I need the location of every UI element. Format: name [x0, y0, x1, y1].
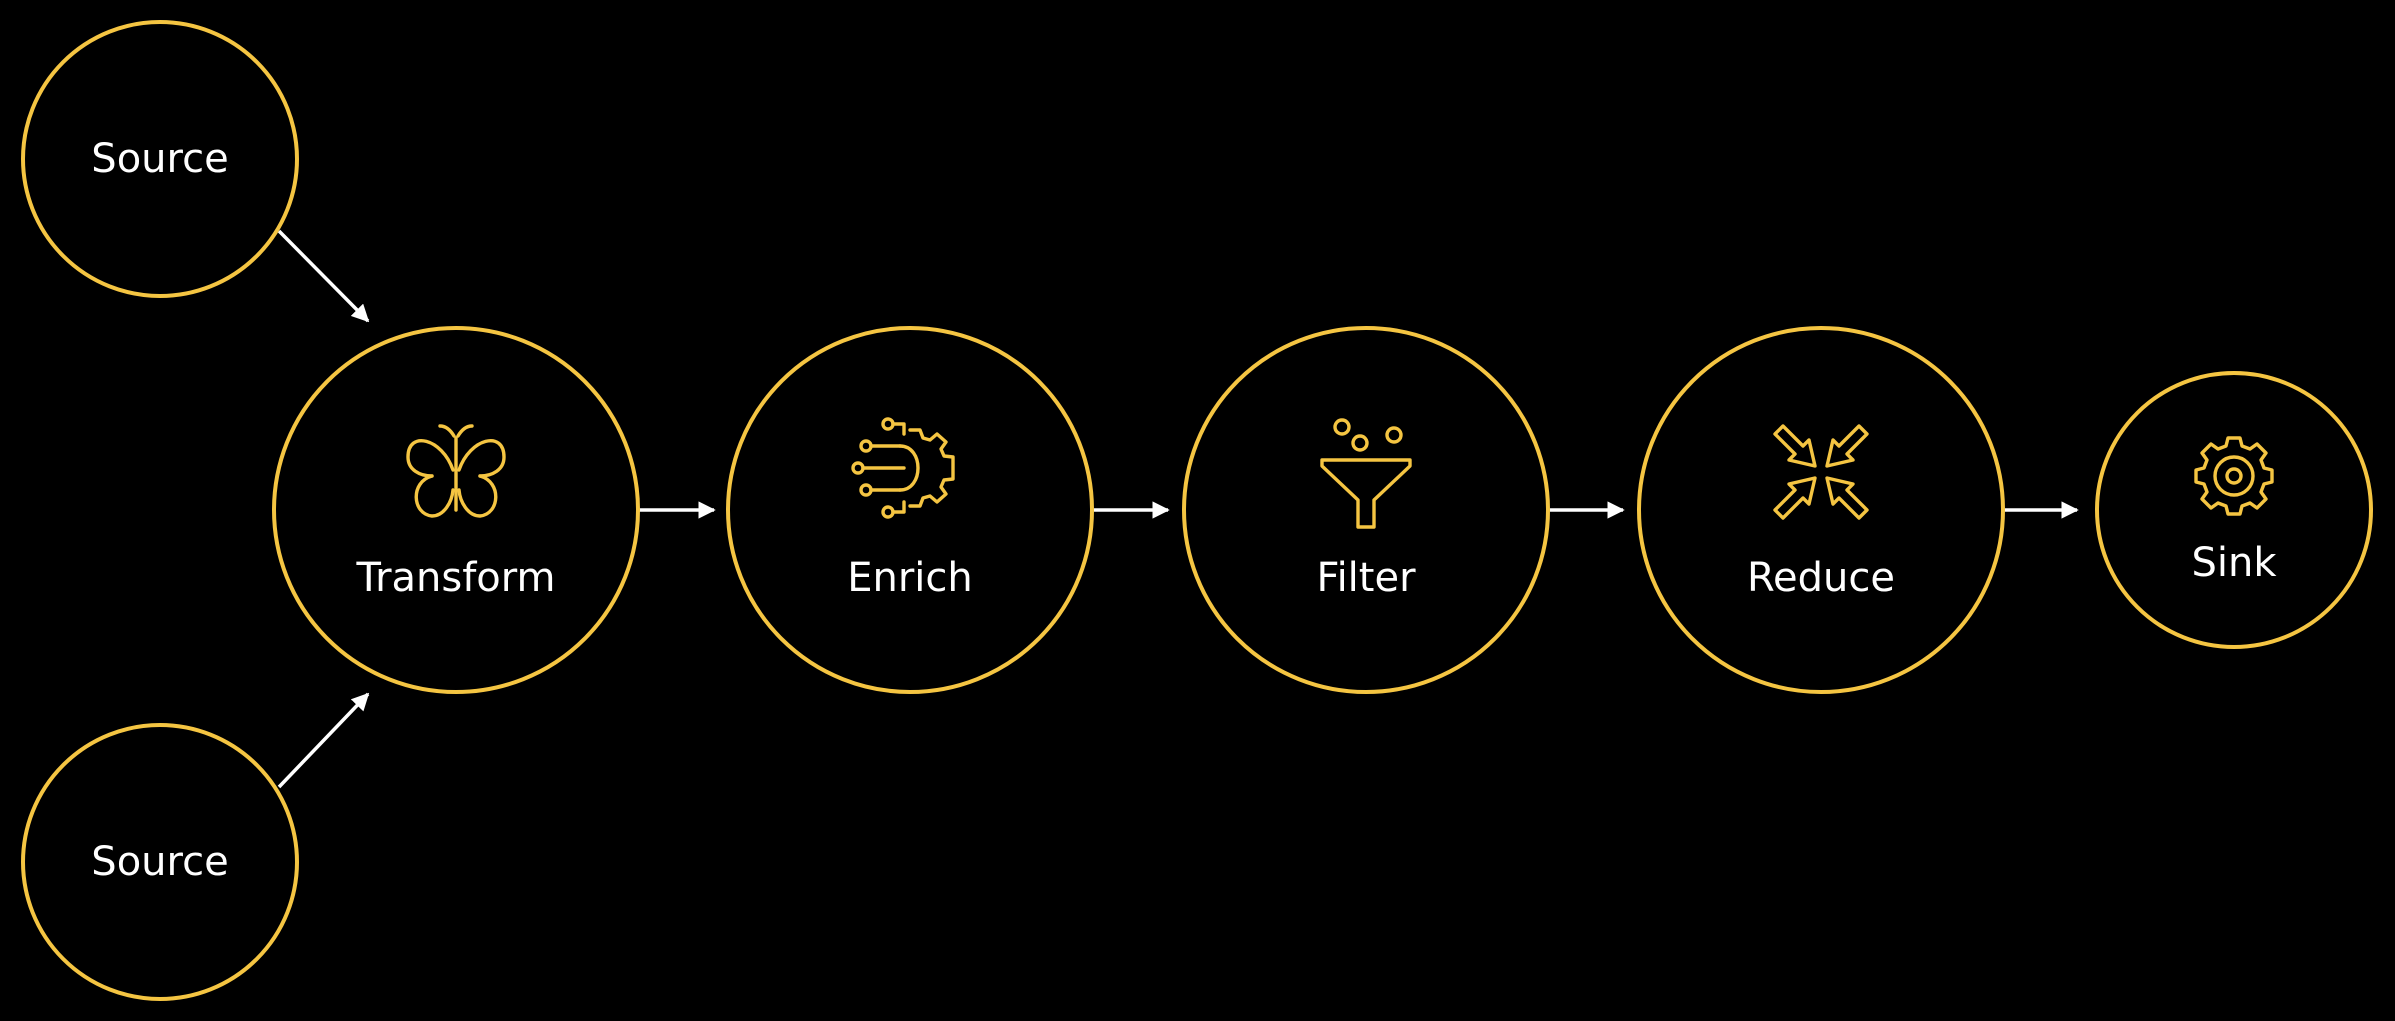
- compress-arrows-icon: [1773, 424, 1869, 520]
- edge-source-top-to-transform: [277, 229, 370, 323]
- gear-icon: [2194, 436, 2274, 516]
- node-circle: [1637, 326, 2005, 694]
- node-label: Transform: [356, 555, 556, 601]
- node-sink: Sink: [2095, 371, 2373, 649]
- node-source-top: Source: [21, 20, 299, 298]
- node-circle: [2095, 371, 2373, 649]
- node-source-bottom: Source: [21, 723, 299, 1001]
- node-label: Source: [91, 839, 228, 885]
- node-reduce: Reduce: [1637, 326, 2005, 694]
- node-label: Reduce: [1747, 555, 1895, 601]
- node-transform: Transform: [272, 326, 640, 694]
- node-filter: Filter: [1182, 326, 1550, 694]
- node-label: Source: [91, 136, 228, 182]
- node-circle: [1182, 326, 1550, 694]
- funnel-icon: [1320, 418, 1412, 529]
- node-enrich: Enrich: [726, 326, 1094, 694]
- edges: [277, 229, 2079, 789]
- node-circle: [21, 723, 299, 1001]
- node-circle: [21, 20, 299, 298]
- node-label: Enrich: [847, 555, 973, 601]
- data-gear-icon: [851, 417, 955, 519]
- edge-source-bottom-to-transform: [277, 692, 370, 789]
- node-label: Sink: [2191, 540, 2277, 586]
- node-circle: [726, 326, 1094, 694]
- butterfly-icon: [406, 424, 506, 518]
- node-label: Filter: [1316, 555, 1416, 601]
